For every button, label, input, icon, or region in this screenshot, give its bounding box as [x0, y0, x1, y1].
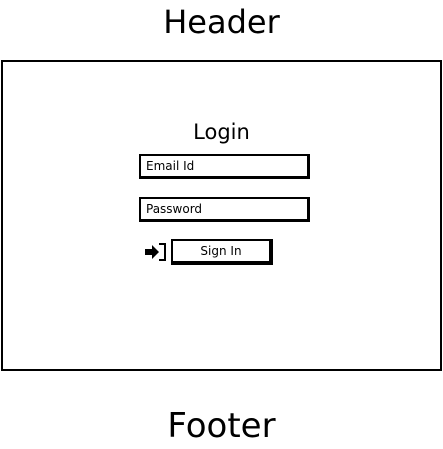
sign-in-button[interactable]: Sign In [171, 239, 273, 265]
sign-in-icon [144, 242, 168, 262]
page-footer: Footer [167, 406, 276, 446]
email-field[interactable] [139, 154, 310, 179]
login-panel: Login Sign In [1, 60, 442, 371]
login-title: Login [193, 120, 250, 144]
signin-row: Sign In [144, 239, 273, 265]
password-field[interactable] [139, 197, 310, 222]
page-header: Header [163, 3, 280, 41]
